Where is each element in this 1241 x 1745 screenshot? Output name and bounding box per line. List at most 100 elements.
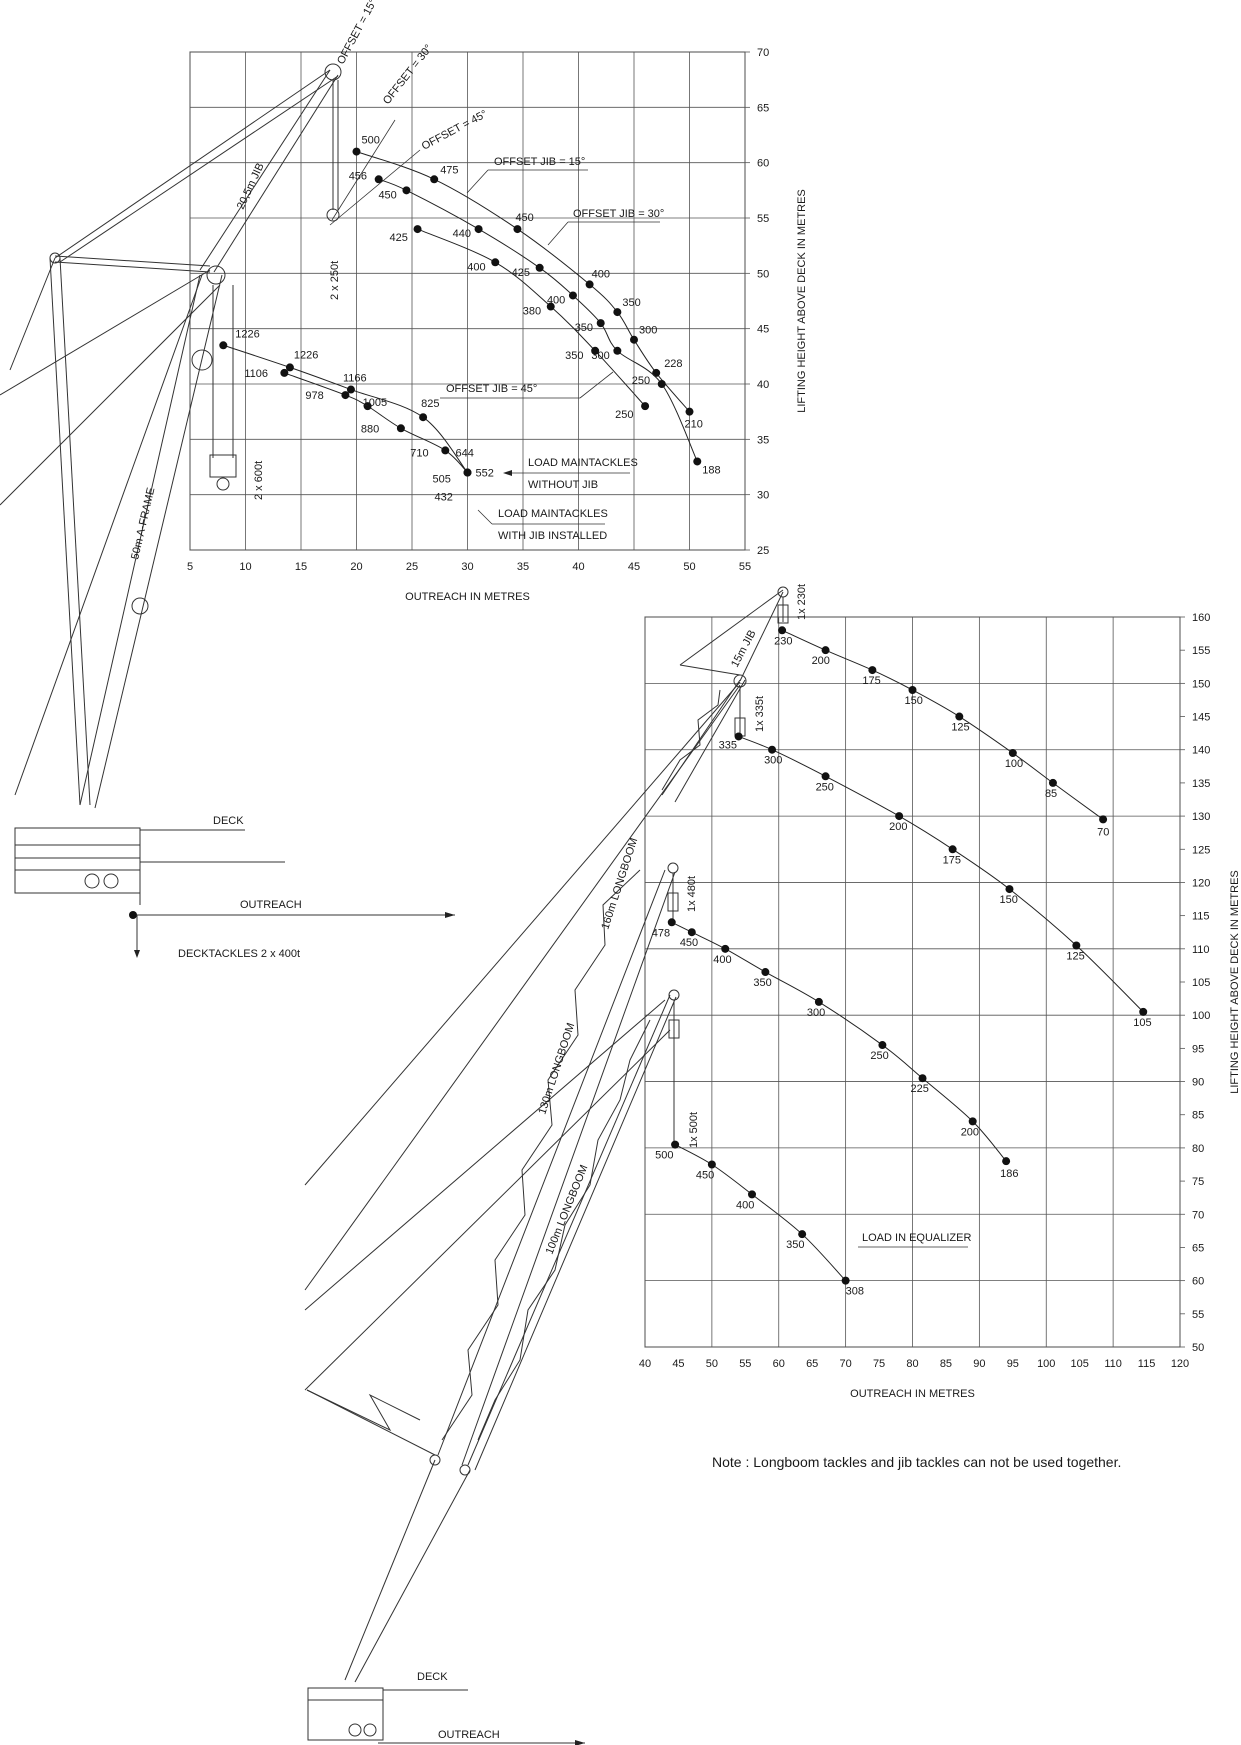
bottom-data-point	[667, 918, 676, 927]
bottom-y-tick-label: 130	[1192, 811, 1210, 823]
bottom-data-point	[1048, 778, 1057, 787]
bottom-data-point	[734, 732, 743, 741]
deck-top-label: DECK	[213, 815, 244, 827]
bottom-data-point	[955, 712, 964, 721]
top-y-tick-label: 30	[757, 490, 769, 502]
bottom-data-label: 85	[1045, 788, 1057, 800]
aframe-label: 50m A-FRAME	[129, 486, 157, 560]
top-y-tick-label: 55	[757, 213, 769, 225]
bottom-data-label: 105	[1133, 1017, 1151, 1029]
bottom-data-point	[878, 1041, 887, 1050]
bottom-data-point	[798, 1230, 807, 1239]
top-data-point	[613, 308, 622, 317]
bottom-series-line-0	[781, 629, 1104, 820]
bottom-x-tick-label: 110	[1104, 1358, 1122, 1370]
top-x-tick-label: 35	[517, 561, 529, 573]
top-data-label: 425	[512, 267, 530, 279]
top-data-label: 350	[565, 350, 583, 362]
top-data-point	[513, 225, 522, 234]
top-data-point	[491, 258, 500, 267]
bottom-x-tick-label: 95	[1007, 1358, 1019, 1370]
jib-20-label: 20,5m JIB	[235, 161, 267, 211]
bottom-y-tick-label: 55	[1192, 1309, 1204, 1321]
bottom-data-point	[1099, 815, 1108, 824]
bottom-y-tick-label: 160	[1192, 612, 1210, 624]
bottom-y-tick-label: 115	[1192, 911, 1210, 923]
top-data-point	[363, 402, 372, 411]
top-data-label: 250	[615, 409, 633, 421]
top-data-label: 425	[390, 232, 408, 244]
top-data-label: 350	[575, 322, 593, 334]
top-crane-drawing	[0, 63, 455, 958]
longboom-130-label: 130m LONGBOOM	[536, 1022, 577, 1116]
top-x-tick-label: 10	[239, 561, 251, 573]
bottom-chart-grid	[644, 616, 1181, 1348]
bottom-crane-drawing	[304, 586, 789, 1745]
bottom-data-point	[821, 772, 830, 781]
bottom-data-point	[868, 666, 877, 675]
bottom-data-label: 200	[961, 1126, 979, 1138]
top-y-tick-label: 65	[757, 102, 769, 114]
top-x-tick-label: 45	[628, 561, 640, 573]
top-x-tick-label: 30	[461, 561, 473, 573]
bottom-y-tick-label: 150	[1192, 678, 1210, 690]
bottom-data-label: 125	[1066, 951, 1084, 963]
bottom-series-line-1	[738, 735, 1144, 1013]
bottom-data-label: 70	[1097, 826, 1109, 838]
top-data-label: 450	[515, 212, 533, 224]
top-x-tick-label: 50	[683, 561, 695, 573]
bottom-y-tick-label: 65	[1192, 1242, 1204, 1254]
top-data-point	[641, 402, 650, 411]
top-data-point	[346, 385, 355, 394]
bottom-y-tick-label: 145	[1192, 712, 1210, 724]
bottom-x-tick-label: 115	[1138, 1358, 1156, 1370]
bottom-data-label: 250	[816, 781, 834, 793]
bottom-data-label: 450	[696, 1170, 714, 1182]
top-data-label: 188	[702, 464, 720, 476]
tackle-2x600-label: 2 x 600t	[253, 461, 265, 500]
bottom-y-tick-label: 100	[1192, 1010, 1210, 1022]
bottom-data-point	[841, 1276, 850, 1285]
bottom-x-tick-label: 120	[1171, 1358, 1189, 1370]
top-data-label: 475	[440, 164, 458, 176]
bottom-data-label: 200	[812, 655, 830, 667]
bottom-data-point	[687, 928, 696, 937]
top-data-point	[685, 407, 694, 416]
bottom-y-tick-label: 80	[1192, 1143, 1204, 1155]
top-data-label: 1166	[343, 373, 367, 385]
bottom-y-tick-label: 60	[1192, 1276, 1204, 1288]
top-series-line-2	[417, 228, 646, 407]
bottom-y-tick-label: 85	[1192, 1110, 1204, 1122]
top-data-point	[591, 346, 600, 355]
top-data-point	[693, 457, 702, 466]
top-data-point	[402, 186, 411, 195]
top-extra-label: 505	[433, 474, 451, 486]
top-y-tick-label: 50	[757, 268, 769, 280]
bottom-y-tick-label: 90	[1192, 1077, 1204, 1089]
outreach-top-label: OUTREACH	[240, 899, 302, 911]
bottom-x-tick-label: 60	[773, 1358, 785, 1370]
bottom-data-label: 200	[889, 821, 907, 833]
top-data-point	[657, 380, 666, 388]
top-x-tick-label: 15	[295, 561, 307, 573]
bottom-data-label: 230	[774, 635, 792, 647]
bottom-chart-annotations: 15m JIB 1x 230t 1x 335t 1x 480t 1x 500t …	[417, 584, 971, 1741]
top-data-label: 1226	[235, 328, 259, 340]
bottom-data-label: 175	[943, 854, 961, 866]
bottom-x-axis-title: OUTREACH IN METRES	[850, 1388, 975, 1400]
bottom-y-tick-label: 125	[1192, 844, 1210, 856]
load-main-without-jib-1: LOAD MAINTACKLES	[528, 457, 638, 469]
note-text: Note : Longboom tackles and jib tackles …	[712, 1454, 1121, 1470]
top-data-point	[280, 368, 289, 377]
bottom-data-label: 500	[655, 1150, 673, 1162]
top-data-point	[568, 291, 577, 300]
top-data-point	[374, 175, 383, 184]
bottom-y-tick-label: 120	[1192, 877, 1210, 889]
top-data-label: 880	[361, 423, 379, 435]
bottom-y-tick-label: 110	[1192, 944, 1210, 956]
top-x-axis-title: OUTREACH IN METRES	[405, 591, 530, 603]
bottom-data-label: 335	[719, 739, 737, 751]
bottom-data-point	[768, 745, 777, 754]
